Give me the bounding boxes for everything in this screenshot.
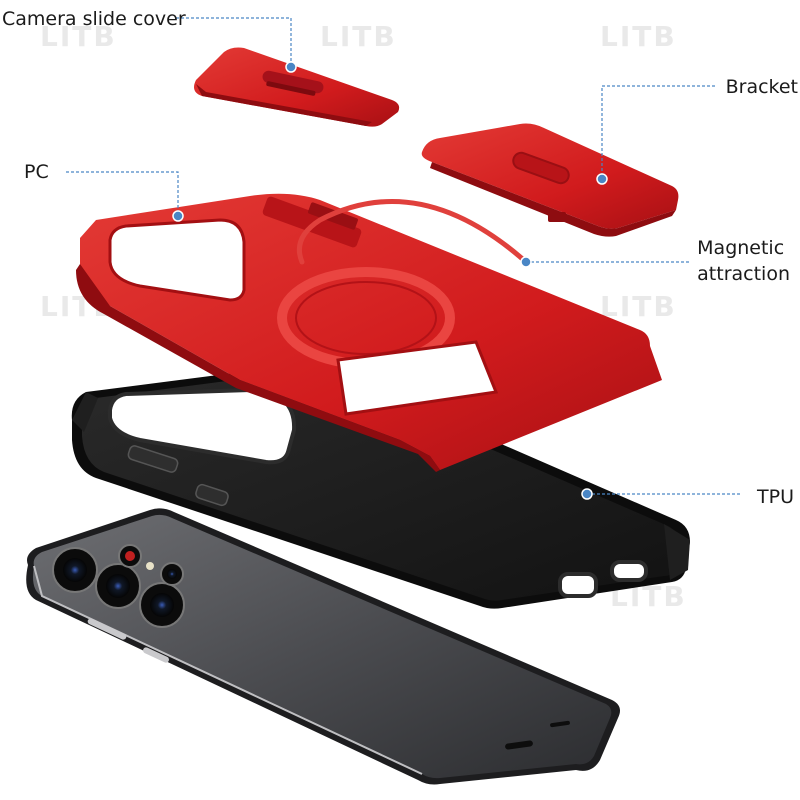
camera-module [52,544,185,628]
watermark: LITB [40,20,117,53]
watermark: LITB [320,20,397,53]
watermark: LITB [600,20,677,53]
label-camera-slide-cover: Camera slide cover [2,8,186,30]
button-icon [143,647,169,663]
camera-slide-cover [194,47,400,127]
tpu-case [71,363,691,609]
button-icon [195,483,229,507]
leader-bracket [601,85,715,179]
label-magnetic-line1: Magnetic [697,237,785,259]
port-icon [558,572,598,598]
button-icon [127,445,179,473]
button-icon [87,618,127,640]
label-magnetic-attraction: Magnetic attraction [697,235,790,287]
leader-dots [172,61,608,500]
magnetic-attraction-arc [296,199,529,265]
flash-icon [146,562,154,570]
leader-pc [66,171,179,216]
watermark: LITB [600,290,677,323]
label-magnetic-line2: attraction [697,263,790,285]
port-icon [505,740,533,750]
leader-camera [176,17,292,67]
port-icon [610,560,648,582]
leader-lines [66,17,742,495]
bracket [421,123,679,237]
label-pc: PC [24,161,49,183]
label-bracket: Bracket [725,76,798,98]
label-tpu: TPU [757,486,794,508]
phone [26,508,620,785]
pc-frame [76,193,662,472]
